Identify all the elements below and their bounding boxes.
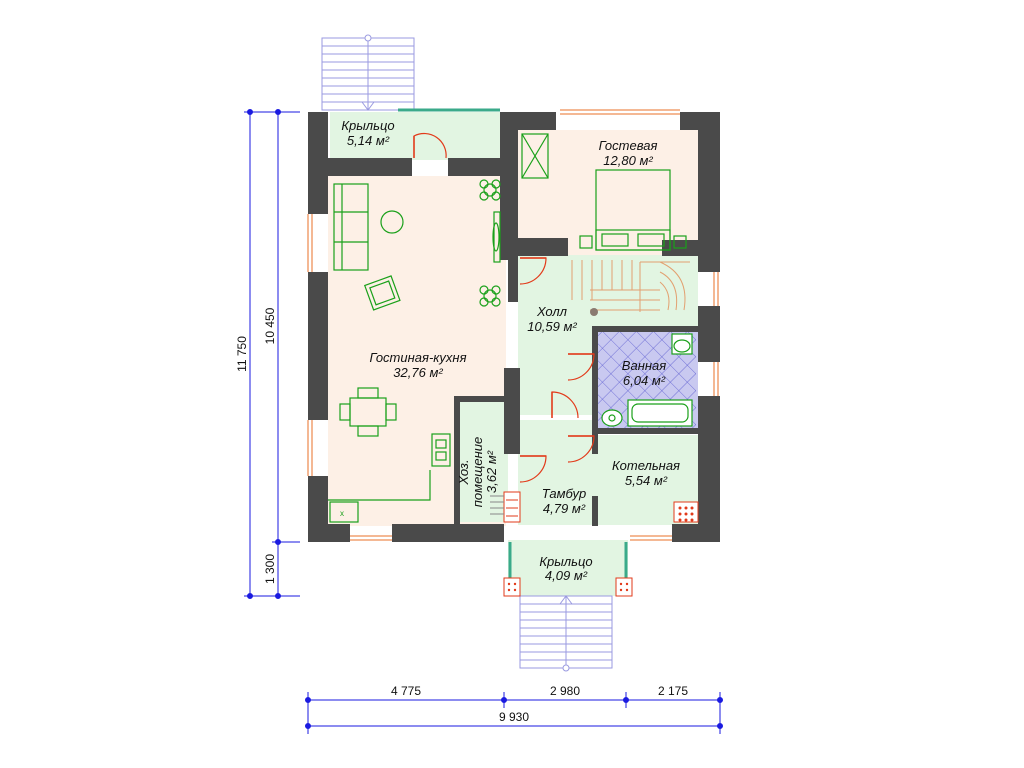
bath-bottom-wall bbox=[592, 428, 698, 434]
storage-area: 3,62 м² bbox=[484, 450, 499, 493]
windows bbox=[307, 109, 719, 541]
hall-area: 10,59 м² bbox=[527, 319, 577, 334]
stove-mark: x bbox=[340, 509, 344, 518]
door-lines bbox=[413, 136, 594, 457]
living-kitchen-area: 32,76 м² bbox=[393, 365, 443, 380]
storage-stairs bbox=[490, 495, 504, 515]
dim-seg1: 4 775 bbox=[391, 684, 421, 698]
guest-room-name: Гостевая bbox=[599, 138, 658, 153]
stove bbox=[329, 501, 359, 523]
porch-bottom-rails bbox=[503, 542, 633, 597]
dim-seg2: 2 980 bbox=[550, 684, 580, 698]
boiler-area: 5,54 м² bbox=[625, 473, 668, 488]
porch-top-name: Крыльцо bbox=[341, 118, 394, 133]
dim-total-height: 11 750 bbox=[235, 336, 249, 372]
dim-total-width: 9 930 bbox=[499, 710, 529, 724]
storage-rack bbox=[503, 491, 521, 523]
storage-name-2: помещение bbox=[470, 437, 485, 507]
stairs-top bbox=[321, 34, 415, 111]
kitchen-counter bbox=[328, 470, 431, 501]
bath-name: Ванная bbox=[622, 358, 666, 373]
hall-column-dot bbox=[590, 308, 598, 316]
bath-fixtures bbox=[601, 333, 693, 427]
plant-2 bbox=[479, 285, 501, 307]
coffee-table bbox=[380, 210, 404, 234]
sofa bbox=[333, 183, 369, 271]
bath-area: 6,04 м² bbox=[623, 373, 666, 388]
porch-bottom-area: 4,09 м² bbox=[545, 568, 588, 583]
walls bbox=[308, 112, 720, 542]
vestibule-floor bbox=[518, 420, 598, 525]
dimension-labels: 11 750 10 450 1 300 4 775 2 980 2 175 9 … bbox=[235, 307, 688, 724]
armchair bbox=[363, 275, 401, 311]
vestibule-area: 4,79 м² bbox=[543, 501, 586, 516]
porch-bottom-name: Крыльцо bbox=[539, 554, 592, 569]
dimension-lines bbox=[244, 109, 723, 734]
hall-name: Холл bbox=[536, 304, 568, 319]
dim-seg3: 2 175 bbox=[658, 684, 688, 698]
plant-1 bbox=[479, 179, 501, 201]
guest-room-area: 12,80 м² bbox=[603, 153, 653, 168]
living-kitchen-name: Гостиная-кухня bbox=[369, 350, 466, 365]
porch-top-area: 5,14 м² bbox=[347, 133, 390, 148]
room-labels: Крыльцо 5,14 м² Гостевая 12,80 м² Холл 1… bbox=[341, 118, 680, 583]
stairs-bottom bbox=[519, 595, 613, 672]
guest-furniture bbox=[521, 133, 687, 251]
vestibule-name: Тамбур bbox=[542, 486, 587, 501]
storage-name: Хоз. bbox=[456, 459, 471, 485]
boiler-name: Котельная bbox=[612, 458, 680, 473]
wardrobe bbox=[521, 133, 549, 179]
tv-unit bbox=[493, 211, 501, 263]
boiler bbox=[673, 501, 699, 523]
dim-porch-height: 1 300 bbox=[263, 554, 277, 584]
dim-inner-height: 10 450 bbox=[263, 307, 277, 344]
internal-staircase bbox=[571, 260, 690, 312]
furniture bbox=[328, 179, 501, 523]
porch-bottom-floor bbox=[508, 540, 628, 596]
porch-top-floor bbox=[330, 112, 502, 160]
